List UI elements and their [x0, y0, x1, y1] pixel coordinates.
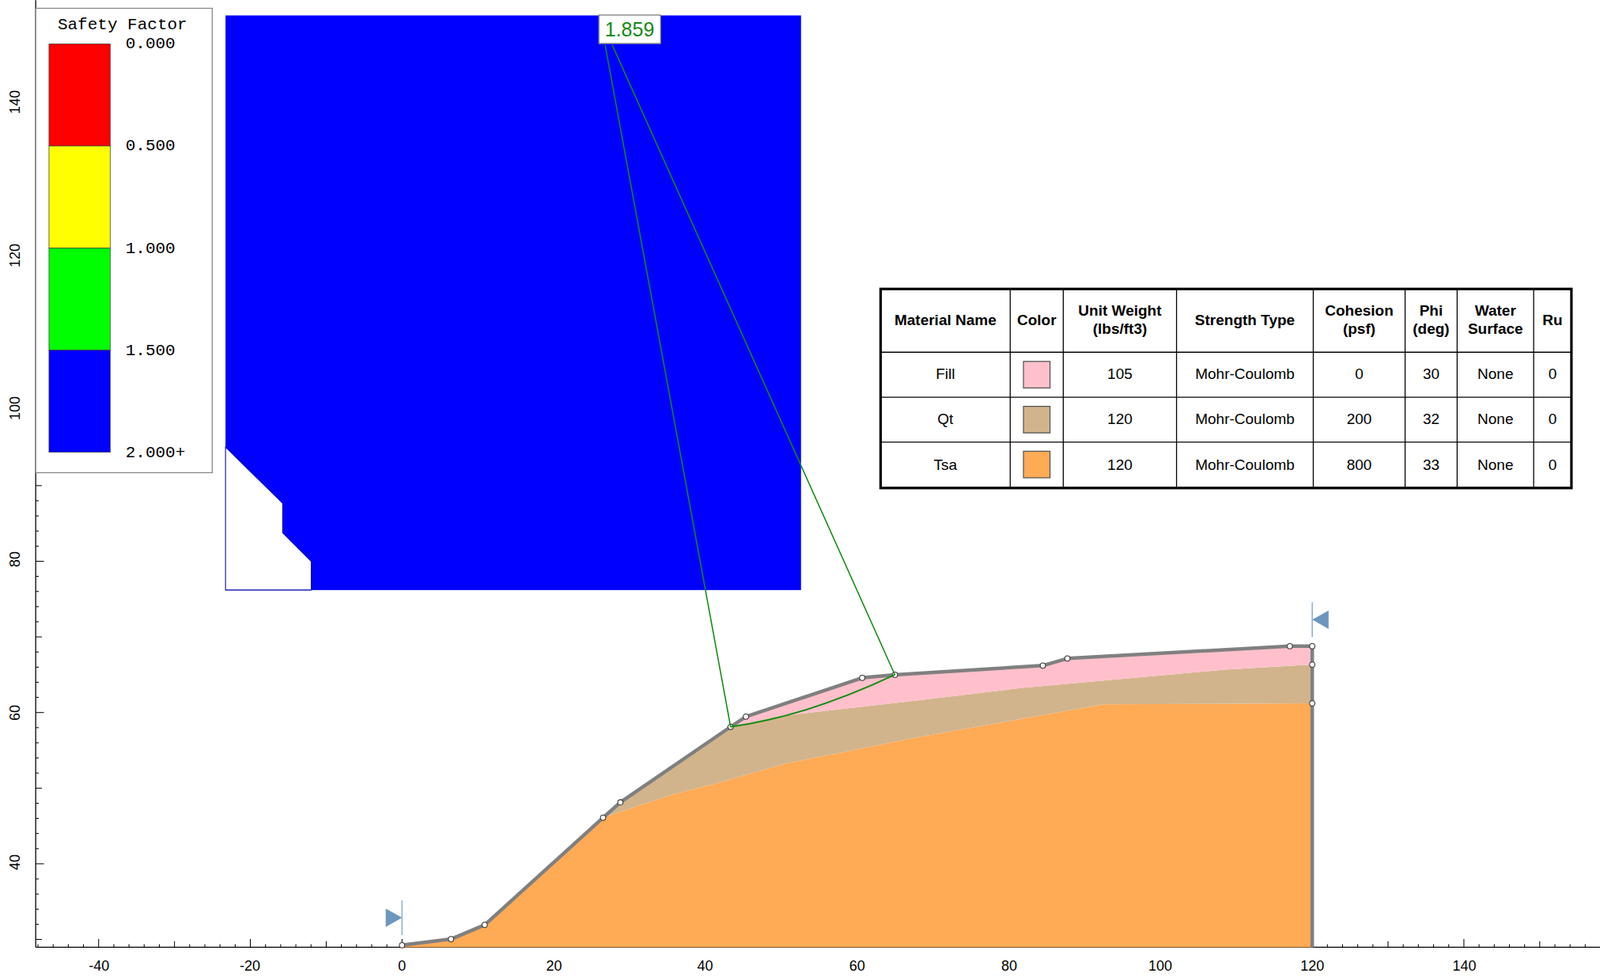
axis-label: 120: [7, 243, 24, 268]
table-header: Strength Type: [1180, 311, 1311, 330]
axis-label: 20: [546, 956, 563, 974]
legend-value: 1.000: [125, 238, 176, 258]
legend-value: 2.000+: [125, 442, 186, 462]
color-swatch: [1023, 361, 1051, 389]
legend-frame: [35, 7, 212, 473]
tick: [1463, 938, 1464, 947]
table-header: Cohesion (psf): [1316, 302, 1402, 339]
table-cell: None: [1460, 410, 1531, 429]
axis-label: 120: [1300, 956, 1324, 974]
axis-label: -40: [88, 956, 110, 974]
tick: [35, 484, 42, 486]
table-cell: Mohr-Coulomb: [1180, 365, 1311, 384]
tick: [35, 938, 42, 940]
table-cell: 0: [1536, 410, 1569, 429]
axis-label: 100: [7, 396, 24, 420]
legend-swatch: [49, 248, 110, 351]
table-header: Phi (deg): [1408, 302, 1455, 339]
axis-label: 80: [7, 551, 24, 568]
axis-label: 80: [1001, 956, 1018, 974]
tick: [35, 560, 44, 562]
legend-title: Safety Factor: [57, 15, 188, 34]
tick: [249, 938, 251, 947]
table-cell: 0: [1316, 365, 1402, 384]
axis-label: -20: [239, 956, 261, 974]
table-cell: 800: [1316, 455, 1402, 474]
leader-line: [612, 45, 895, 675]
axis-label: 140: [7, 90, 24, 114]
table-cell: Mohr-Coulomb: [1180, 410, 1311, 429]
table-cell: None: [1460, 455, 1531, 474]
table-cell: Tsa: [883, 455, 1007, 474]
legend-swatch: [49, 146, 110, 249]
table-cell: 32: [1408, 410, 1455, 429]
color-swatch: [1023, 406, 1051, 434]
table-cell: 120: [1066, 410, 1173, 429]
legend-swatch: [49, 350, 110, 453]
grid-notch: [225, 446, 311, 591]
table-header: Color: [1013, 311, 1060, 330]
leader-line: [605, 45, 731, 727]
table-cell: 33: [1408, 455, 1455, 474]
axis-label: 40: [696, 956, 713, 974]
table-cell: Qt: [883, 410, 1007, 429]
table-cell: 200: [1316, 410, 1402, 429]
legend-value: 0.500: [125, 136, 176, 156]
legend-value: 0.000: [125, 34, 176, 53]
vertices: [399, 643, 1316, 948]
axis-label: 0: [397, 956, 406, 974]
tick: [35, 787, 42, 789]
tick: [98, 938, 99, 947]
fill-layer: [730, 646, 1313, 727]
table-header: Water Surface: [1460, 302, 1531, 339]
table-cell: None: [1460, 365, 1531, 384]
table-cell: 105: [1066, 365, 1173, 384]
legend-value: 1.500: [125, 340, 176, 360]
tick: [35, 711, 44, 713]
tick: [1539, 941, 1540, 948]
material-table: [880, 288, 1571, 488]
axis-label: 60: [849, 956, 866, 974]
table-cell: Mohr-Coulomb: [1180, 455, 1311, 474]
table-cell: Fill: [883, 365, 1007, 384]
table-header: Material Name: [883, 311, 1007, 330]
color-swatch: [1023, 450, 1051, 478]
table-header: Unit Weight (lbs/ft3): [1066, 302, 1173, 339]
axis-label: 100: [1148, 956, 1173, 974]
table-header: Ru: [1536, 311, 1569, 330]
axis-label: 140: [1452, 956, 1476, 974]
tick: [1388, 941, 1389, 948]
tick: [325, 941, 327, 948]
slip-surface: [730, 674, 896, 727]
limit-marker: [385, 907, 403, 927]
table-cell: 30: [1408, 365, 1455, 384]
ground-surface: [401, 646, 1313, 948]
legend-swatch: [49, 44, 110, 147]
factor-value: 1.859: [605, 18, 655, 41]
limit-marker: [1312, 610, 1329, 629]
axis-label: 60: [7, 704, 24, 721]
table-cell: 0: [1536, 455, 1569, 474]
grid-region: [225, 15, 802, 591]
tick: [173, 941, 175, 948]
tick: [35, 636, 42, 638]
axis-label: 40: [7, 854, 24, 870]
factor-callout: 1.859: [598, 15, 662, 45]
table-cell: 0: [1536, 365, 1569, 384]
table-cell: 120: [1066, 455, 1173, 474]
tick: [35, 862, 44, 864]
